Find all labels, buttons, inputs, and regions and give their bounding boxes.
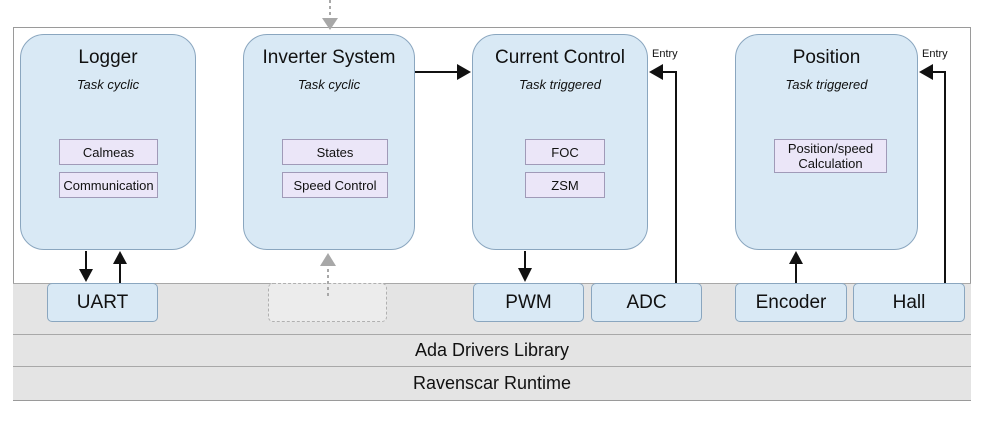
arrowhead-adc-to-current-entry (649, 64, 663, 80)
driver-encoder: Encoder (735, 283, 847, 322)
driver-adc: ADC (591, 283, 702, 322)
module-position-speed-calculation: Position/speed Calculation (774, 139, 887, 173)
task-logger-title: Logger (78, 47, 138, 68)
task-inverter-system: Inverter System Task cyclic States Speed… (243, 34, 415, 250)
driver-pwm: PWM (473, 283, 584, 322)
task-position-subtitle: Task triggered (785, 77, 868, 92)
driver-hall: Hall (853, 283, 965, 322)
module-speed-control: Speed Control (282, 172, 388, 198)
task-position-title: Position (792, 47, 861, 68)
module-foc: FOC (525, 139, 605, 165)
arrow-hall-to-position-entry (932, 71, 946, 283)
arrowhead-uart-to-logger (113, 251, 127, 264)
arrowhead-logger-to-uart (79, 269, 93, 282)
module-communication: Communication (59, 172, 158, 198)
arrowhead-hall-to-position-entry (919, 64, 933, 80)
ada-drivers-library-layer: Ada Drivers Library (13, 334, 971, 367)
task-current-control-title: Current Control (495, 47, 625, 68)
task-logger: Logger Task cyclic Calmeas Communication (20, 34, 196, 250)
task-inverter-title: Inverter System (262, 47, 396, 68)
task-current-control-subtitle: Task triggered (519, 77, 601, 92)
ravenscar-runtime-label: Ravenscar Runtime (412, 373, 572, 393)
module-states: States (282, 139, 388, 165)
module-calmeas: Calmeas (59, 139, 158, 165)
ravenscar-runtime-layer: Ravenscar Runtime (13, 367, 971, 401)
arrow-adc-to-current-entry (662, 71, 677, 283)
task-inverter-subtitle: Task cyclic (297, 77, 361, 92)
dashed-arrowhead-top (322, 18, 338, 30)
dashed-arrowhead-bottom (320, 253, 336, 266)
driver-uart: UART (47, 283, 158, 322)
arrowhead-inverter-to-current (457, 64, 471, 80)
arrowhead-encoder-to-position (789, 251, 803, 264)
ada-drivers-library-label: Ada Drivers Library (414, 340, 570, 360)
module-zsm: ZSM (525, 172, 605, 198)
task-logger-subtitle: Task cyclic (76, 77, 140, 92)
task-position: Position Task triggered Position/speed C… (735, 34, 918, 250)
entry-label-position: Entry (922, 48, 948, 60)
task-current-control: Current Control Task triggered FOC ZSM (472, 34, 648, 250)
arrowhead-current-to-pwm (518, 268, 532, 282)
entry-label-current-control: Entry (652, 48, 678, 60)
